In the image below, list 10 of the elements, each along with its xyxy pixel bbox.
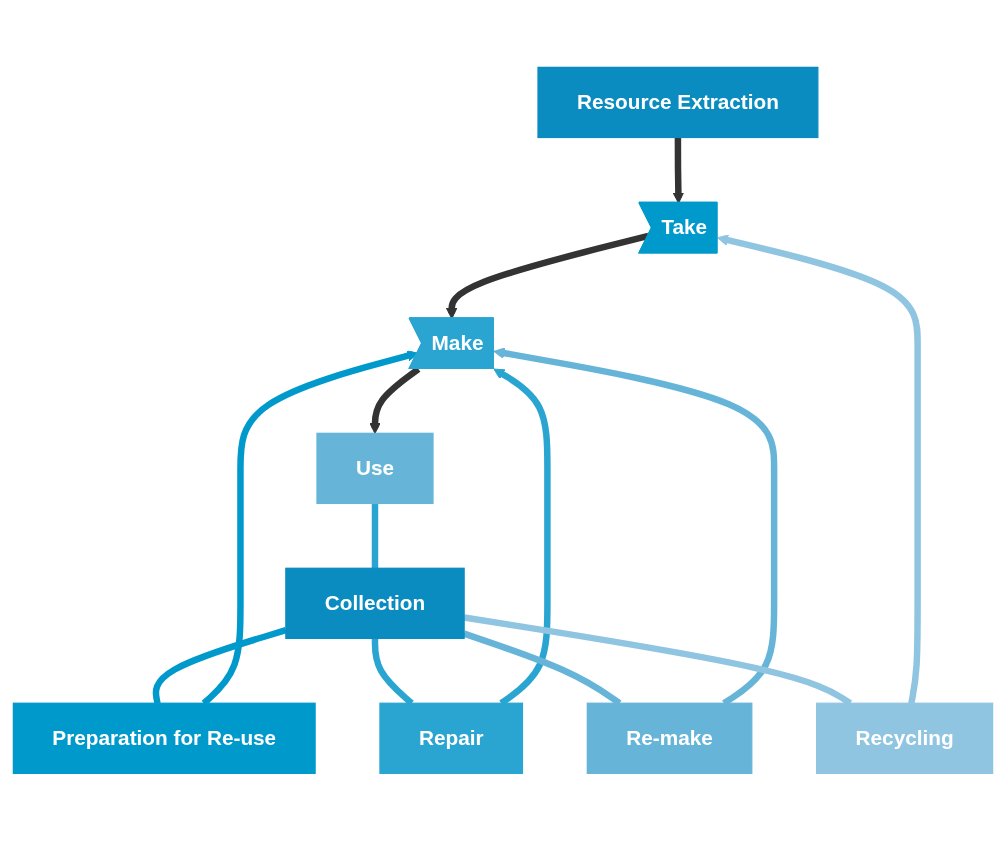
node-box: Collection [285, 567, 465, 640]
arrow [369, 366, 421, 434]
arrow [717, 234, 921, 704]
node-box: Recycling [816, 702, 994, 775]
node-box: Resource Extraction [537, 66, 819, 139]
connector [371, 503, 379, 569]
node-box: Preparation for Re-use [12, 702, 316, 775]
node-box: Use [316, 432, 434, 505]
node-box: Repair [379, 702, 524, 775]
node-box: Re-make [586, 702, 753, 775]
